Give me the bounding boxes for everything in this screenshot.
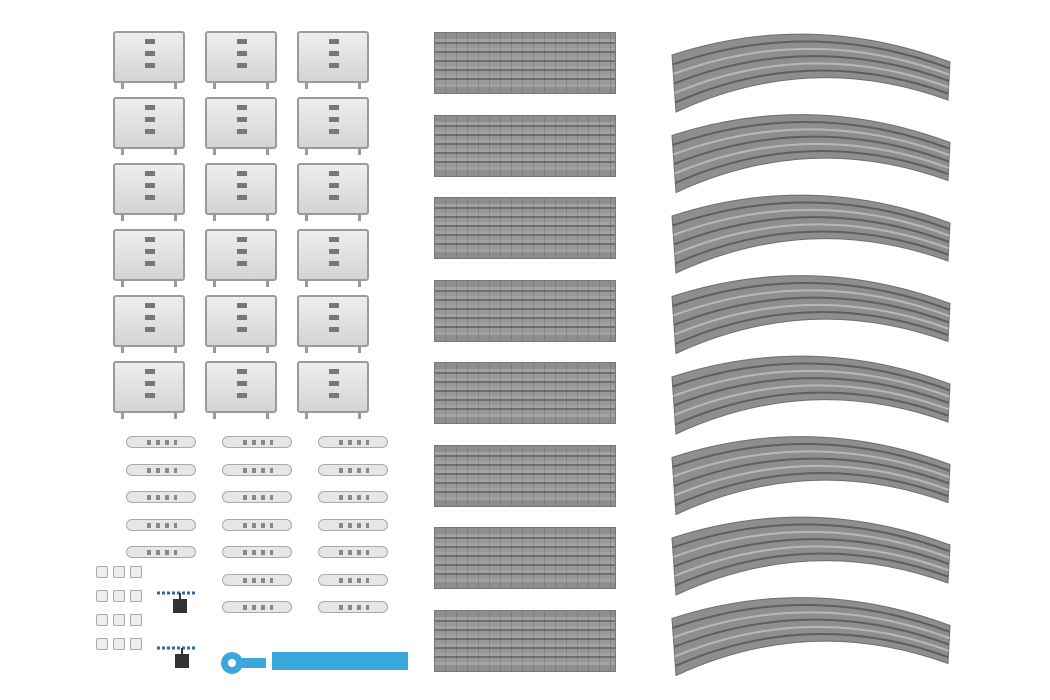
pier-block	[113, 361, 185, 419]
small-part	[113, 614, 125, 626]
pier-block	[205, 229, 277, 287]
pier-block	[297, 97, 369, 155]
small-part	[130, 566, 142, 578]
curved-track	[671, 275, 951, 355]
track-clip	[222, 491, 292, 503]
pier-block	[113, 97, 185, 155]
pier-block	[205, 163, 277, 221]
track-clip	[318, 491, 388, 503]
track-clip	[222, 546, 292, 558]
track-clip	[318, 573, 388, 586]
track-clip	[318, 546, 388, 558]
small-part	[96, 638, 108, 650]
pier-block	[113, 229, 185, 287]
small-part	[113, 590, 125, 602]
straight-track	[434, 197, 616, 259]
curved-track	[671, 114, 951, 194]
track-clip	[318, 436, 388, 448]
pier-block	[297, 229, 369, 287]
straight-track	[434, 32, 616, 94]
track-clip	[222, 573, 292, 586]
cable-1	[155, 585, 205, 620]
track-clip	[318, 463, 388, 476]
small-part	[113, 566, 125, 578]
track-clip	[222, 518, 292, 531]
small-part	[96, 566, 108, 578]
pier-block	[205, 31, 277, 89]
straight-track	[434, 444, 616, 507]
track-clip	[222, 463, 292, 476]
track-clip	[126, 436, 196, 448]
pier-block	[297, 31, 369, 89]
blue-ruler	[272, 652, 408, 670]
curved-track	[671, 436, 951, 516]
straight-track	[434, 362, 616, 424]
pier-block	[297, 295, 369, 353]
pier-block	[113, 295, 185, 353]
straight-track	[434, 114, 616, 177]
small-part	[113, 638, 125, 650]
cable-2	[155, 640, 205, 675]
small-part	[130, 614, 142, 626]
track-clip	[318, 601, 388, 613]
track-clip	[126, 546, 196, 558]
track-clip	[126, 463, 196, 476]
curved-track	[671, 597, 951, 677]
pier-block	[113, 31, 185, 89]
small-part	[96, 614, 108, 626]
small-part	[130, 638, 142, 650]
blue-tool	[220, 650, 268, 676]
curved-track	[671, 355, 951, 435]
straight-track	[434, 279, 616, 342]
straight-track	[434, 527, 616, 589]
track-clip	[222, 436, 292, 448]
curved-track	[671, 194, 951, 274]
pier-block	[297, 163, 369, 221]
small-part	[96, 590, 108, 602]
curved-track	[671, 516, 951, 596]
track-clip	[222, 601, 292, 613]
pier-block	[205, 295, 277, 353]
track-clip	[318, 518, 388, 531]
curved-track	[671, 33, 951, 113]
small-part	[130, 590, 142, 602]
pier-block	[113, 163, 185, 221]
pier-block	[205, 97, 277, 155]
track-clip	[126, 491, 196, 503]
straight-track	[434, 609, 616, 672]
pier-block	[205, 361, 277, 419]
track-clip	[126, 518, 196, 531]
pier-block	[297, 361, 369, 419]
